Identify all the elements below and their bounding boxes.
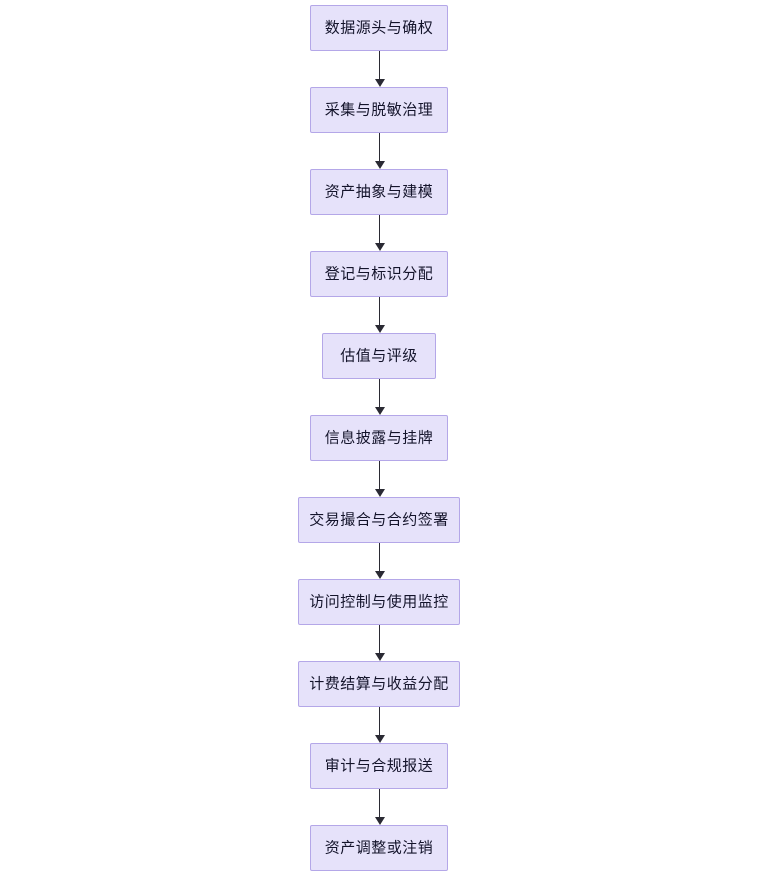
flow-arrow-n10-to-n11 (374, 789, 385, 825)
flow-node-n8[interactable]: 访问控制与使用监控 (298, 579, 460, 625)
arrow-shaft (379, 51, 381, 80)
flow-node-label: 信息披露与挂牌 (324, 428, 434, 446)
flow-node-label: 数据源头与确权 (324, 18, 434, 36)
arrow-shaft (379, 461, 381, 490)
flow-arrow-n4-to-n5 (374, 297, 385, 333)
flow-arrow-n1-to-n2 (374, 51, 385, 87)
flow-node-n4[interactable]: 登记与标识分配 (310, 251, 448, 297)
flow-arrow-n9-to-n10 (374, 707, 385, 743)
flow-node-label: 计费结算与收益分配 (309, 674, 449, 692)
arrow-shaft (379, 543, 381, 572)
flow-arrow-n7-to-n8 (374, 543, 385, 579)
flow-node-n10[interactable]: 审计与合规报送 (310, 743, 448, 789)
arrow-head-icon (374, 817, 385, 825)
flow-node-n1[interactable]: 数据源头与确权 (310, 5, 448, 51)
flow-node-label: 审计与合规报送 (324, 756, 434, 774)
flow-node-label: 访问控制与使用监控 (309, 592, 449, 610)
arrow-shaft (379, 789, 381, 818)
flow-node-n9[interactable]: 计费结算与收益分配 (298, 661, 460, 707)
arrow-head-icon (374, 571, 385, 579)
flow-node-n7[interactable]: 交易撮合与合约签署 (298, 497, 460, 543)
flow-node-label: 登记与标识分配 (324, 264, 434, 282)
flow-arrow-n3-to-n4 (374, 215, 385, 251)
arrow-shaft (379, 707, 381, 736)
flow-arrow-n8-to-n9 (374, 625, 385, 661)
arrow-shaft (379, 215, 381, 244)
flow-node-label: 资产抽象与建模 (324, 182, 434, 200)
arrow-shaft (379, 297, 381, 326)
arrow-head-icon (374, 243, 385, 251)
arrow-shaft (379, 133, 381, 162)
flow-node-n2[interactable]: 采集与脱敏治理 (310, 87, 448, 133)
flow-arrow-n6-to-n7 (374, 461, 385, 497)
flow-arrow-n2-to-n3 (374, 133, 385, 169)
arrow-head-icon (374, 735, 385, 743)
arrow-head-icon (374, 161, 385, 169)
flow-node-n6[interactable]: 信息披露与挂牌 (310, 415, 448, 461)
arrow-head-icon (374, 79, 385, 87)
flow-arrow-n5-to-n6 (374, 379, 385, 415)
flow-node-label: 交易撮合与合约签署 (309, 510, 449, 528)
flow-node-label: 估值与评级 (340, 346, 418, 364)
flow-node-label: 资产调整或注销 (324, 838, 434, 856)
arrow-shaft (379, 379, 381, 408)
arrow-shaft (379, 625, 381, 654)
flow-node-n5[interactable]: 估值与评级 (322, 333, 436, 379)
arrow-head-icon (374, 325, 385, 333)
flow-node-n11[interactable]: 资产调整或注销 (310, 825, 448, 871)
flow-node-label: 采集与脱敏治理 (324, 100, 434, 118)
arrow-head-icon (374, 407, 385, 415)
arrow-head-icon (374, 489, 385, 497)
arrow-head-icon (374, 653, 385, 661)
flow-node-n3[interactable]: 资产抽象与建模 (310, 169, 448, 215)
